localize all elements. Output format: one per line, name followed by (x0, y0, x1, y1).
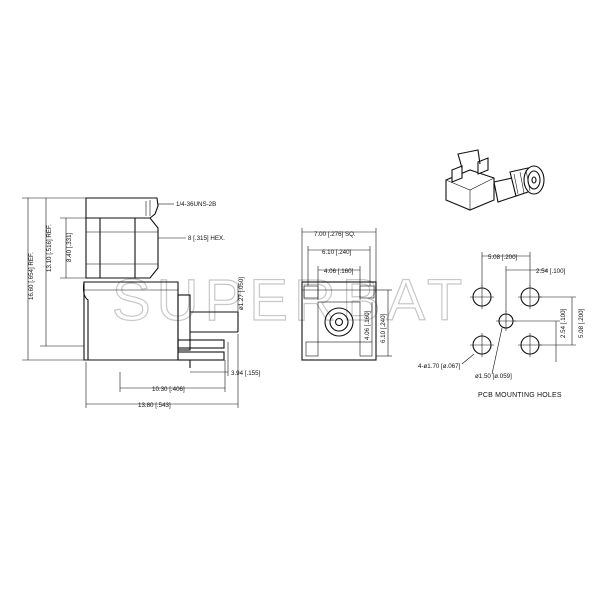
sq-label: 7.00 [.276] SQ. (314, 231, 356, 238)
pcb-title: PCB MOUNTING HOLES (478, 392, 562, 399)
width-406-label: 4.06 [.160] (324, 268, 354, 275)
pin-length-label: 3.94 [.155] (231, 370, 261, 377)
side-view: 1/4-36UNS-2B 8 [.315] HEX. 16.60 [.654] … (22, 197, 261, 409)
watermark: SUPERBAT (112, 268, 468, 333)
front-view: 7.00 [.276] SQ. 6.10 [.240] 4.06 [.160] … (301, 228, 392, 361)
pcb-holes-4-label: 4-ø1.70 [ø.067] (418, 363, 461, 370)
height-610-label: 6.10 [.240] (380, 313, 387, 343)
height-406-label: 4.06 [.160] (364, 310, 371, 340)
pcb-right-508-label: 5.08 [.200] (578, 308, 585, 338)
pcb-top-254-label: 2.54 [.100] (536, 268, 566, 275)
connector-isometric-icon (445, 149, 545, 211)
width-1030-label: 10.30 [.406] (152, 386, 185, 393)
pcb-right-254-label: 2.54 [.100] (560, 308, 567, 338)
pcb-hole-center-label: ø1.50 [ø.059] (475, 373, 512, 380)
hex-label: 8 [.315] HEX. (188, 235, 225, 242)
height-1660-label: 16.60 [.654] REF. (28, 252, 35, 300)
width-610-label: 6.10 [.240] (322, 249, 352, 256)
height-1310-label: 13.10 [.516] REF. (46, 224, 53, 272)
width-1380-label: 13.80 [.543] (138, 402, 171, 409)
pin-diameter-label: ø1.27 [.050] (238, 277, 245, 310)
pcb-mounting-holes: 5.08 [.200] 2.54 [.100] 2.54 [.100] 5.08… (418, 252, 585, 399)
height-840-label: 8.40 [.331] (66, 232, 73, 262)
thread-label: 1/4-36UNS-2B (176, 201, 216, 208)
pcb-top-508-label: 5.08 [.200] (488, 254, 518, 261)
